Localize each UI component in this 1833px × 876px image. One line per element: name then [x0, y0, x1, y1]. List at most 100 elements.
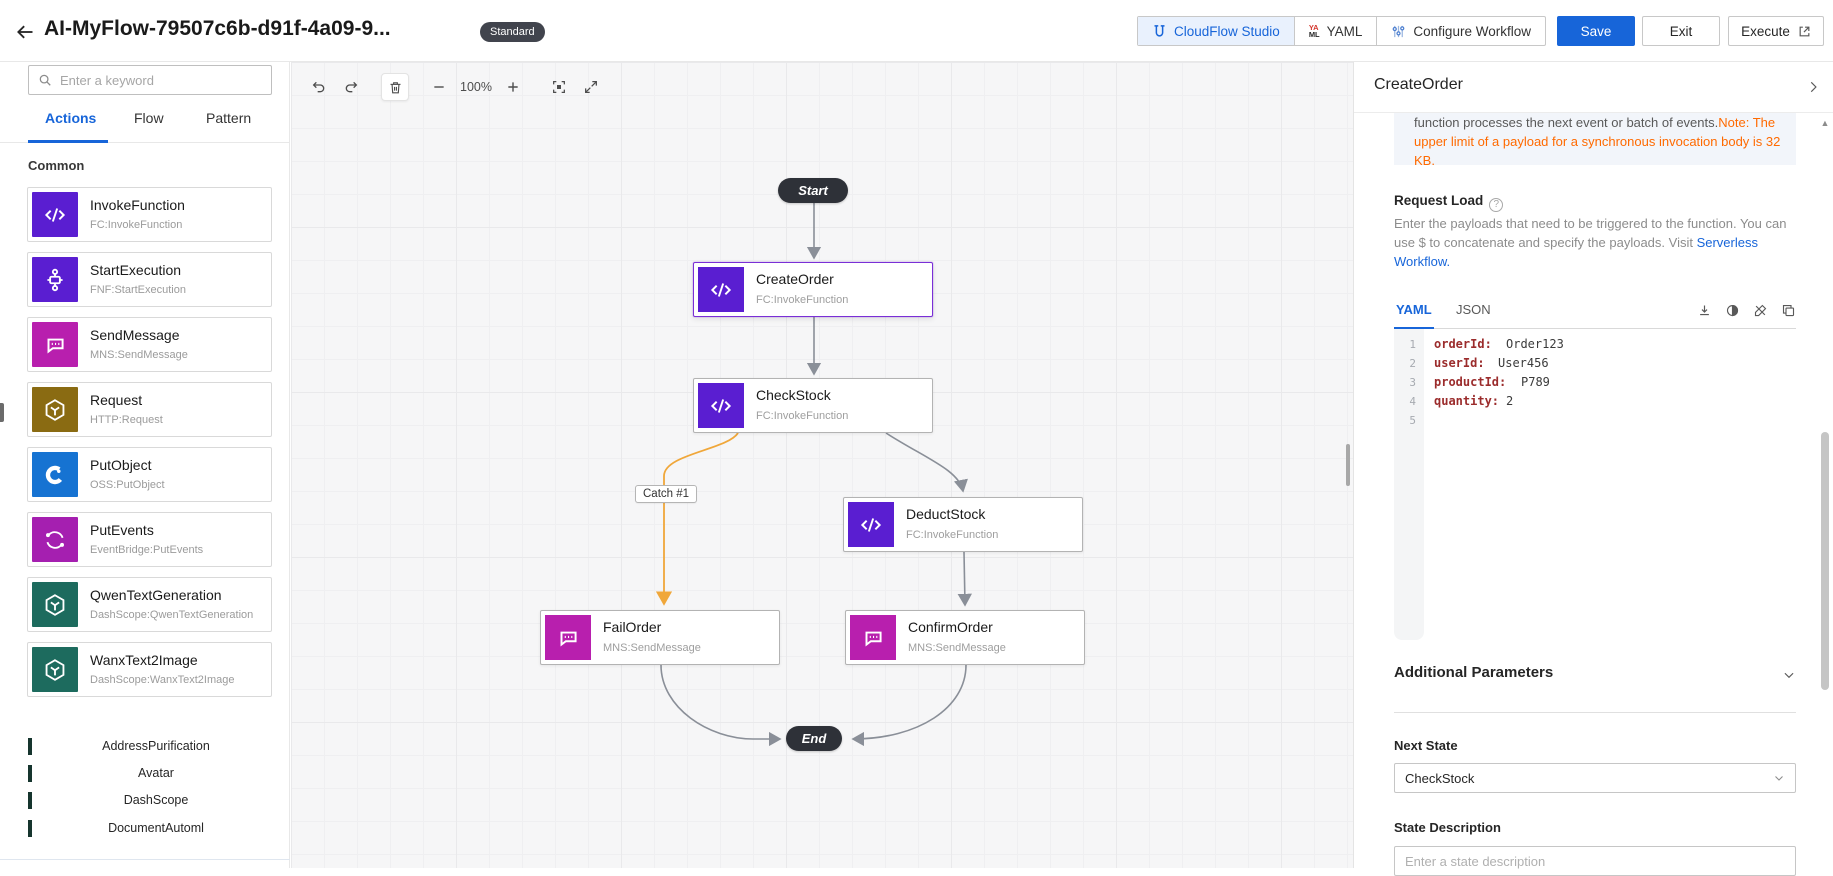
copy-icon[interactable]	[1781, 303, 1796, 318]
flow-canvas[interactable]: 100%	[291, 62, 1353, 868]
zoom-level: 100%	[460, 80, 492, 94]
topbar: AI-MyFlow-79507c6b-d91f-4a09-9... Standa…	[0, 0, 1833, 62]
line-number-gutter	[1394, 329, 1424, 640]
action-qwentextgeneration[interactable]: QwenTextGeneration DashScope:QwenTextGen…	[27, 577, 272, 632]
category-avatar[interactable]: Avatar	[0, 760, 290, 787]
fit-view-button[interactable]	[545, 73, 573, 101]
actions-sidebar: Actions Flow Pattern Common InvokeFuncti…	[0, 62, 290, 868]
category-dashscope[interactable]: DashScope	[0, 787, 290, 814]
save-button[interactable]: Save	[1557, 16, 1635, 46]
undo-button[interactable]	[305, 73, 333, 101]
canvas-toolbar: 100%	[305, 70, 605, 104]
next-state-select[interactable]: CheckStock	[1394, 763, 1796, 793]
editor-toolbar	[1697, 303, 1796, 318]
node-confirmorder[interactable]: ConfirmOrder MNS:SendMessage	[845, 610, 1085, 665]
node-createorder[interactable]: CreateOrder FC:InvokeFunction	[693, 262, 933, 317]
search-input[interactable]	[60, 72, 250, 88]
state-description-label: State Description	[1394, 820, 1501, 835]
additional-parameters-header[interactable]: Additional Parameters	[1394, 664, 1554, 681]
action-request[interactable]: Request HTTP:Request	[27, 382, 272, 437]
yaml-icon: YA ML	[1308, 23, 1320, 39]
tab-actions[interactable]: Actions	[45, 110, 97, 126]
sliders-icon	[1393, 25, 1405, 37]
edge-label-catch[interactable]: Catch #1	[635, 485, 698, 503]
download-icon[interactable]	[1697, 303, 1712, 318]
back-arrow-icon	[17, 25, 33, 39]
category-bar-icon	[28, 738, 32, 755]
redo-button[interactable]	[337, 73, 365, 101]
tab-yaml-editor[interactable]: YAML	[1396, 302, 1432, 317]
tab-flow[interactable]: Flow	[134, 110, 164, 126]
studio-icon	[1154, 24, 1165, 37]
state-description-input[interactable]	[1394, 846, 1796, 876]
execute-button[interactable]: Execute	[1728, 16, 1824, 46]
panel-scrollbar[interactable]: ▲	[1819, 62, 1831, 868]
tab-configure-workflow[interactable]: Configure Workflow	[1377, 17, 1545, 45]
sidebar-bottom-divider	[0, 859, 290, 860]
info-note-box: function processes the next event or bat…	[1394, 113, 1796, 165]
external-link-icon	[1799, 26, 1810, 36]
collapse-panel-button[interactable]	[1802, 76, 1824, 98]
action-putevents[interactable]: PutEvents EventBridge:PutEvents	[27, 512, 272, 567]
chevron-down-icon[interactable]	[1782, 668, 1796, 687]
sidebar-collapse-handle[interactable]	[0, 403, 4, 422]
panel-scrollbar-thumb[interactable]	[1821, 432, 1829, 690]
zoom-in-button[interactable]	[499, 73, 527, 101]
action-sendmessage[interactable]: SendMessage MNS:SendMessage	[27, 317, 272, 372]
fc-invoke-icon	[698, 267, 744, 312]
zoom-out-button[interactable]	[425, 73, 453, 101]
tab-yaml[interactable]: YA ML YAML	[1295, 17, 1378, 45]
view-switcher: CloudFlow Studio YA ML YAML Configure Wo…	[1137, 16, 1546, 46]
back-button[interactable]	[10, 17, 40, 47]
node-deductstock[interactable]: DeductStock FC:InvokeFunction	[843, 497, 1083, 552]
workflow-title: AI-MyFlow-79507c6b-d91f-4a09-9...	[44, 17, 391, 40]
fc-invoke-icon	[848, 502, 894, 547]
fc-invoke-icon	[698, 383, 744, 428]
dashscope-hexagon-icon	[32, 647, 78, 692]
panel-title: CreateOrder	[1374, 76, 1463, 93]
scroll-up-arrow-icon[interactable]: ▲	[1820, 118, 1830, 128]
code-line: 5	[1409, 414, 1416, 427]
mns-message-icon	[545, 615, 591, 660]
mns-message-icon	[850, 615, 896, 660]
panel-header: CreateOrder	[1354, 62, 1833, 113]
panel-resize-handle[interactable]	[1346, 444, 1350, 486]
next-state-label: Next State	[1394, 738, 1458, 753]
serverless-workflow-link[interactable]: Serverless Workflow.	[1394, 235, 1758, 269]
action-startexecution[interactable]: StartExecution FNF:StartExecution	[27, 252, 272, 307]
tab-pattern[interactable]: Pattern	[206, 110, 252, 126]
section-divider	[1394, 712, 1796, 713]
tab-json-editor[interactable]: JSON	[1456, 302, 1491, 317]
node-failorder[interactable]: FailOrder MNS:SendMessage	[540, 610, 780, 665]
exit-button[interactable]: Exit	[1642, 16, 1720, 46]
sidebar-search[interactable]	[28, 65, 272, 95]
format-off-icon[interactable]	[1753, 303, 1768, 318]
eventbridge-loop-icon	[32, 517, 78, 562]
section-label-common: Common	[28, 158, 85, 173]
action-wanxtext2image[interactable]: WanxText2Image DashScope:WanxText2Image	[27, 642, 272, 697]
help-icon[interactable]: ?	[1489, 198, 1504, 212]
chevron-down-icon	[1773, 772, 1785, 784]
end-node[interactable]: End	[786, 726, 842, 751]
category-documentautoml[interactable]: DocumentAutoml	[0, 815, 290, 842]
tab-cloudflow-studio[interactable]: CloudFlow Studio	[1138, 17, 1295, 45]
mns-message-icon	[32, 322, 78, 367]
fullscreen-button[interactable]	[577, 73, 605, 101]
action-invokefunction[interactable]: InvokeFunction FC:InvokeFunction	[27, 187, 272, 242]
oss-swirl-icon	[32, 452, 78, 497]
fnf-start-icon	[32, 257, 78, 302]
request-load-description: Enter the payloads that need to be trigg…	[1394, 216, 1787, 269]
action-putobject[interactable]: PutObject OSS:PutObject	[27, 447, 272, 502]
tabs-divider	[0, 142, 290, 143]
category-addresspurification[interactable]: AddressPurification	[0, 733, 290, 760]
node-checkstock[interactable]: CheckStock FC:InvokeFunction	[693, 378, 933, 433]
start-node[interactable]: Start	[778, 178, 848, 203]
delete-button[interactable]	[381, 73, 409, 101]
theme-contrast-icon[interactable]	[1725, 303, 1740, 318]
editor-tabs: YAML JSON	[1394, 296, 1796, 329]
